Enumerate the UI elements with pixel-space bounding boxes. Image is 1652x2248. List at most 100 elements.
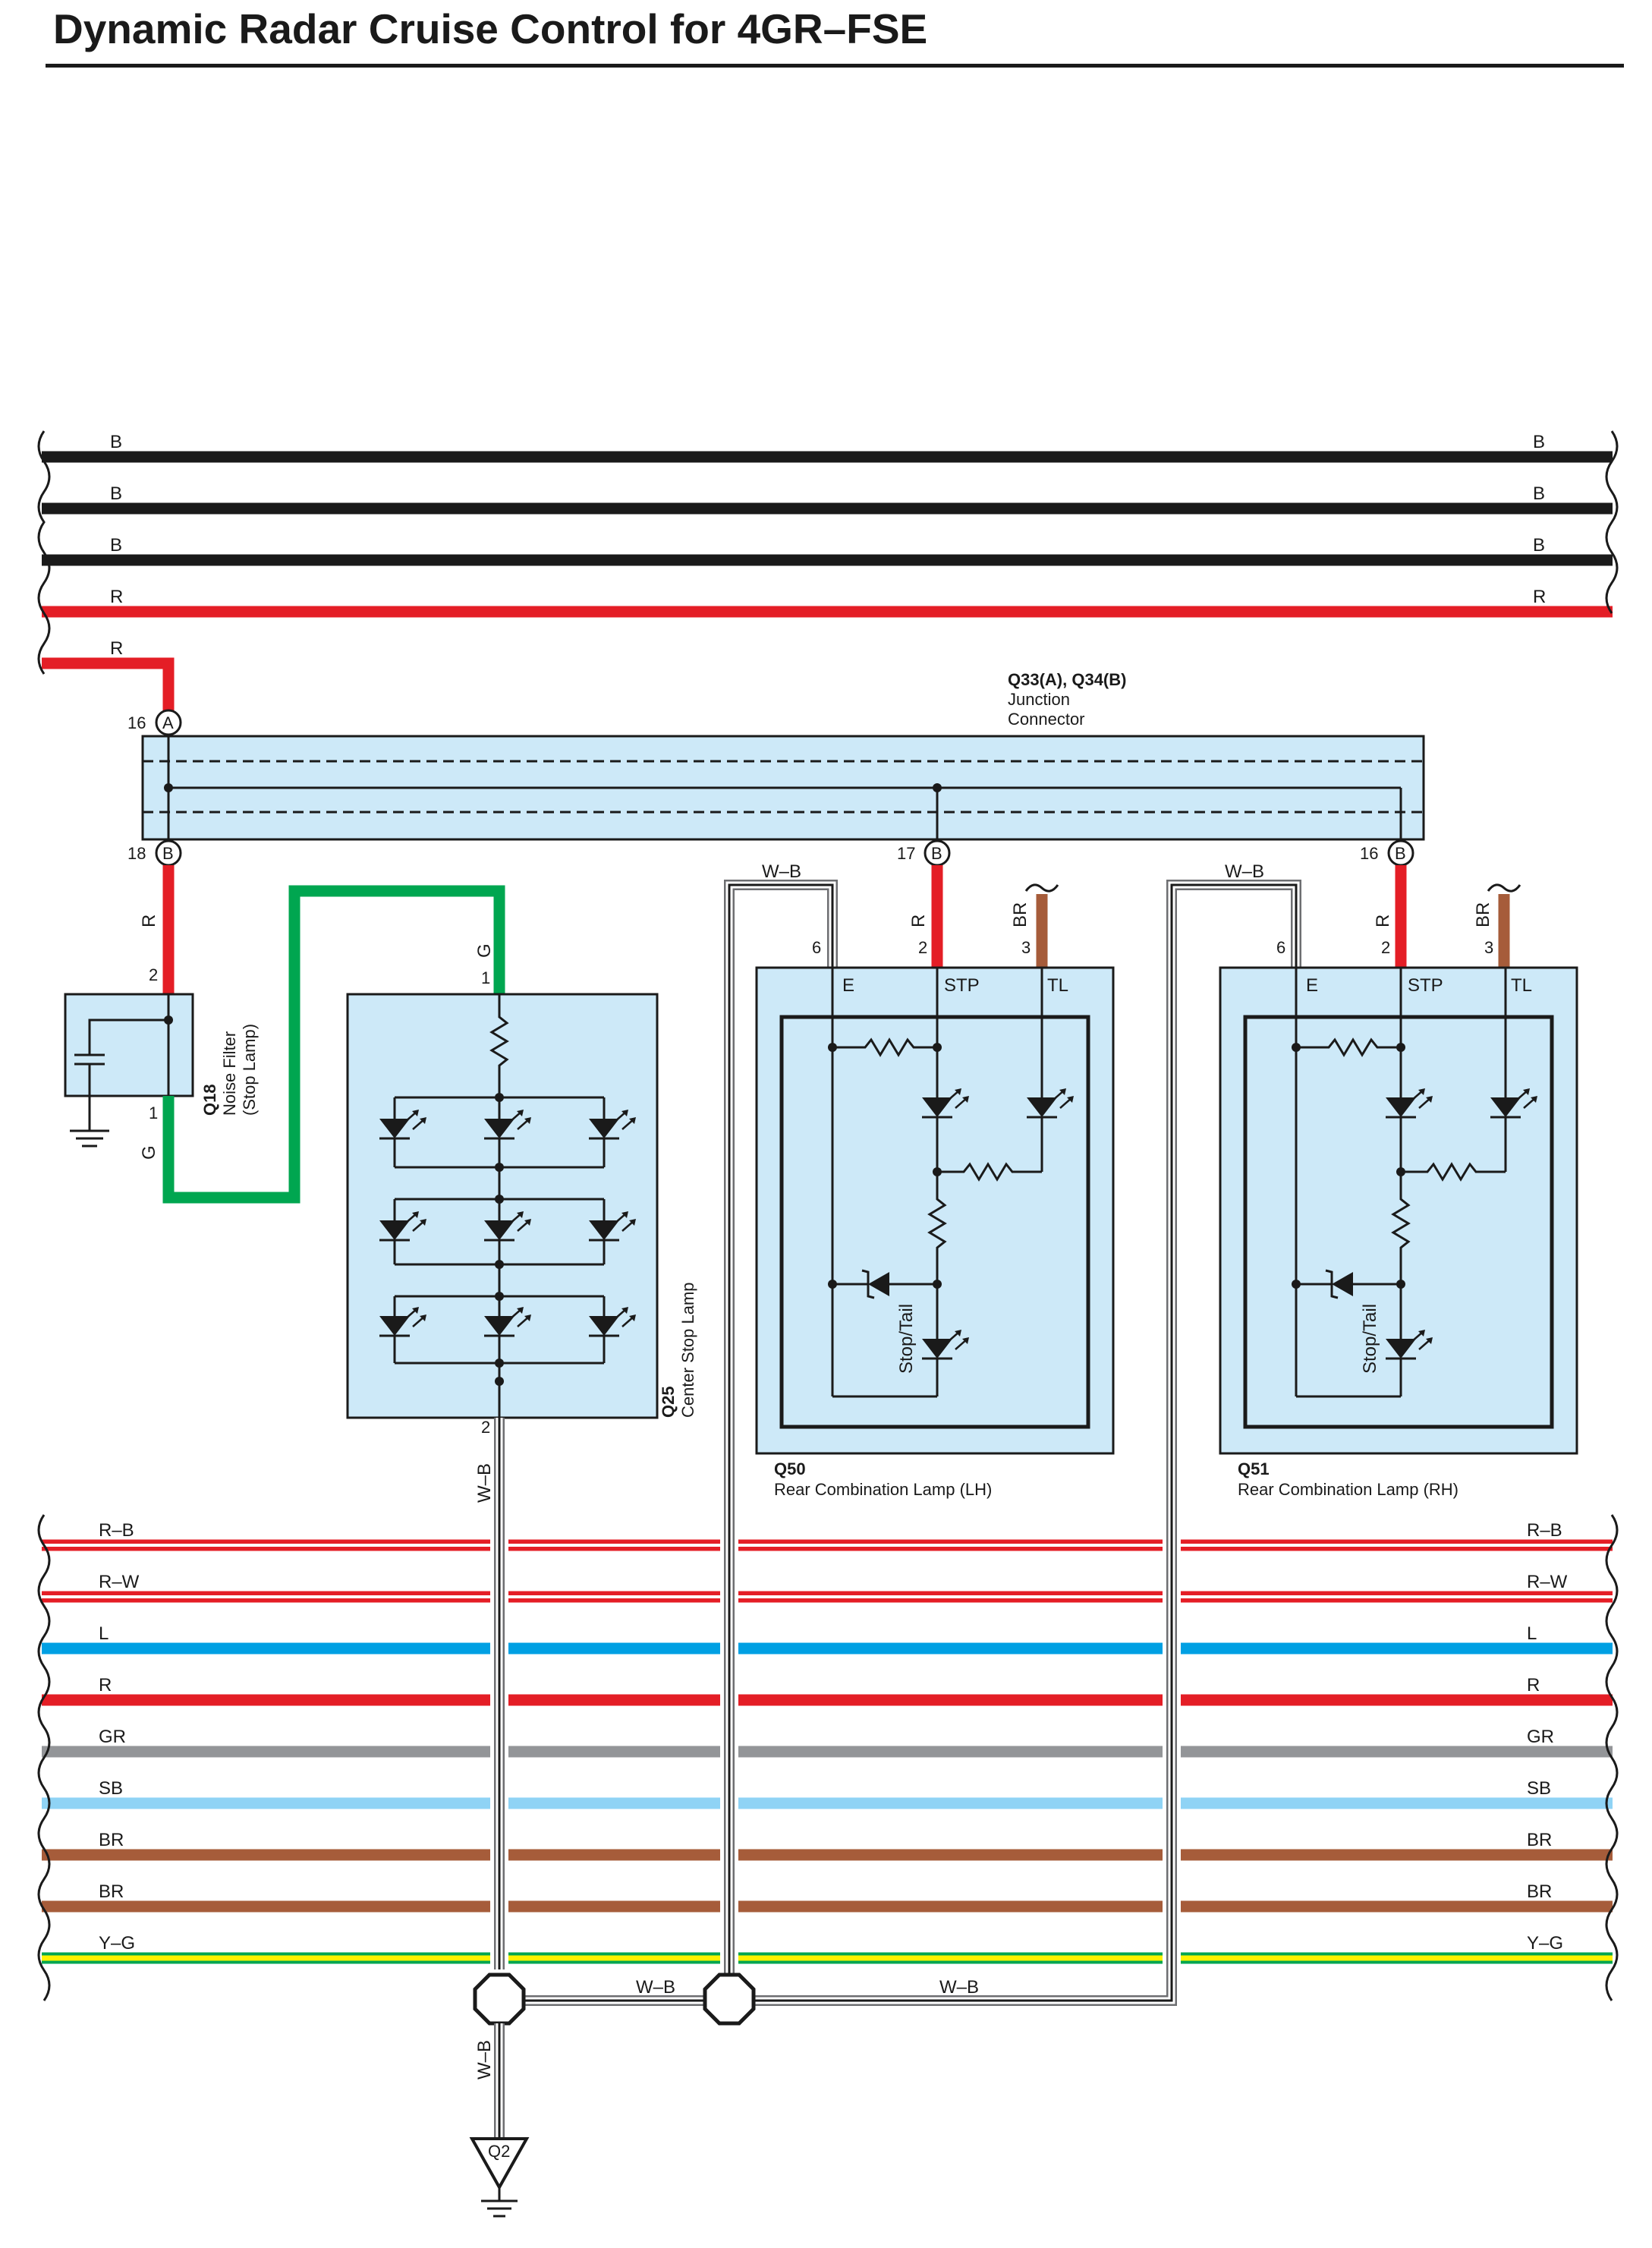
rear-lamp-lh-id: Q50: [774, 1459, 806, 1478]
center-stop-lamp: G 1 2 Q25 Center Stop Lamp W–B: [346, 943, 697, 1969]
center-stop-lamp-pin-top: 1: [481, 968, 490, 987]
noise-filter-wire-g-label: G: [139, 1145, 159, 1160]
noise-filter-cap-lead: [88, 1019, 168, 1055]
junction-dot: [828, 1280, 837, 1289]
rear-lamp-rh-pin-tl: 3: [1484, 938, 1493, 957]
top-wire-5-label: R: [110, 638, 123, 659]
bottom-wire-label: BR: [99, 1881, 124, 1902]
led-icon-r1c1: [379, 1110, 426, 1140]
junction-dot: [828, 1043, 837, 1052]
rear-lamp-rh-break-mark: [1487, 883, 1521, 893]
zener-diode-icon: [861, 1269, 889, 1299]
rear-lamp-lh-pin-stp: 2: [918, 938, 927, 957]
bottom-wire-label: L: [99, 1623, 109, 1644]
led-array: [379, 1066, 636, 1386]
top-wire-1-label-right: B: [1533, 432, 1545, 452]
rear-lamp-lh-inner-label: Stop/Tail: [896, 1304, 917, 1374]
bottom-wire-label: R–W: [99, 1572, 140, 1592]
noise-filter-box: [64, 993, 194, 1097]
rear-lamp-rh-pin-stp: 2: [1381, 938, 1390, 957]
led-icon-r3c1: [379, 1307, 426, 1337]
title-underline: [46, 64, 1624, 68]
break-mark-right-bottom: [1605, 1514, 1619, 2001]
junction-dot: [1292, 1280, 1301, 1289]
rear-lamp-rh-wire-br-label: BR: [1473, 902, 1493, 927]
break-mark-right-top: [1605, 430, 1619, 614]
rear-lamp-lh-wire-r-label: R: [908, 915, 929, 927]
center-stop-lamp-name: Center Stop Lamp: [678, 1282, 697, 1418]
rear-lamp-rh-pin-e: 6: [1276, 938, 1285, 957]
rear-lamp-lh-terminal-stp: STP: [944, 975, 980, 996]
bottom-wire-label: GR: [99, 1727, 126, 1747]
led-icon-r3c2: [484, 1307, 531, 1337]
noise-filter-dot: [164, 1015, 173, 1025]
splice-link-wire: [499, 1988, 1177, 2006]
resistor-icon: [927, 1172, 947, 1284]
ground-point-triangle: [469, 2137, 530, 2191]
zener-diode-icon: [1325, 1269, 1353, 1299]
bottom-wire-label-right: BR: [1527, 1830, 1552, 1850]
rear-lamp-lh-wire-wb-label: W–B: [762, 861, 801, 882]
junction-dot: [495, 1195, 504, 1204]
top-wire-3-label: B: [110, 535, 122, 556]
ground-circuit: W–B W–B W–B Q2: [469, 1973, 1177, 2218]
noise-filter-wire-g: [162, 885, 505, 1204]
bottom-wire-label: R–B: [99, 1520, 134, 1541]
noise-filter-wire-r-label: R: [139, 915, 159, 927]
rear-lamp-rh: R BR W–B 6 2 3 E STP TL Stop/Tail Q51 Re…: [1166, 861, 1578, 1995]
bottom-wire-label-right: SB: [1527, 1778, 1551, 1799]
resistor-icon: [832, 1037, 937, 1057]
top-wire-1-label: B: [110, 432, 122, 452]
stop-tail-led-icon: [922, 1330, 969, 1360]
rear-lamp-rh-wire-wb-label: W–B: [1225, 861, 1264, 882]
bottom-wire-label-right: GR: [1527, 1727, 1554, 1747]
junction-dot-17: [933, 783, 942, 792]
junction-pin-b16-conn: B: [1395, 844, 1406, 863]
resistor-icon: [1401, 1162, 1506, 1182]
rear-lamp-rh-inner-frame: [1243, 1015, 1554, 1429]
led-icon-r3c3: [589, 1307, 636, 1337]
junction-pin-a16: [155, 709, 182, 736]
junction-name-2: Connector: [1008, 710, 1085, 729]
rear-lamp-lh: R BR W–B 6 2 3 E STP TL Stop/Tail Q50 Re…: [724, 861, 1115, 1995]
rear-lamp-rh-terminal-tl: TL: [1511, 975, 1532, 996]
noise-filter-name-2: (Stop Lamp): [240, 1024, 259, 1116]
splice-link-left-label: W–B: [636, 1977, 675, 1998]
led-icon-r2c1: [379, 1211, 426, 1242]
bottom-wire-label: Y–G: [99, 1933, 135, 1954]
rear-lamp-rh-wire-r-label: R: [1373, 915, 1393, 927]
splice-link-right-label: W–B: [939, 1977, 979, 1998]
junction-id: Q33(A), Q34(B): [1008, 670, 1126, 689]
top-wire-2-label: B: [110, 483, 122, 504]
rear-lamp-lh-terminal-e: E: [842, 975, 854, 996]
rear-lamp-lh-wire-wb: [724, 880, 838, 1995]
splice-left: [473, 1973, 526, 2026]
rear-lamp-rh-circuit: [1292, 968, 1537, 1398]
noise-filter-pin-top: 2: [149, 965, 158, 984]
junction-pin-b17-conn: B: [931, 844, 942, 863]
junction-dot: [495, 1292, 504, 1301]
rear-lamp-rh-wire-wb: [1166, 880, 1301, 1995]
top-wire-4-label: R: [110, 587, 123, 607]
stop-tail-led-icon: [1386, 1330, 1433, 1360]
led-icon-r2c3: [589, 1211, 636, 1242]
rear-lamp-rh-id: Q51: [1238, 1459, 1270, 1478]
junction-dot: [495, 1093, 504, 1102]
ground-icon: [481, 2199, 518, 2218]
bottom-wire-label-right: BR: [1527, 1881, 1552, 1902]
junction-name-1: Junction: [1008, 690, 1070, 709]
junction-pin-b18-number: 18: [127, 844, 146, 863]
splice-right: [703, 1973, 756, 2026]
rear-lamp-lh-inner-frame: [779, 1015, 1090, 1429]
rear-lamp-lh-pin-e: 6: [812, 938, 821, 957]
resistor-icon: [1391, 1172, 1411, 1284]
rear-lamp-lh-circuit: [828, 968, 1074, 1398]
noise-filter-name-1: Noise Filter: [220, 1031, 239, 1116]
rear-lamp-lh-wire-br-label: BR: [1010, 902, 1031, 927]
bottom-wire-label-right: Y–G: [1527, 1933, 1563, 1954]
bottom-wire-label-right: R–B: [1527, 1520, 1562, 1541]
junction-pin-b18-conn: B: [162, 844, 174, 863]
rear-lamp-lh-terminal-tl: TL: [1047, 975, 1068, 996]
stop-diode-icon: [1386, 1088, 1433, 1119]
resistor-icon: [1296, 1037, 1401, 1057]
